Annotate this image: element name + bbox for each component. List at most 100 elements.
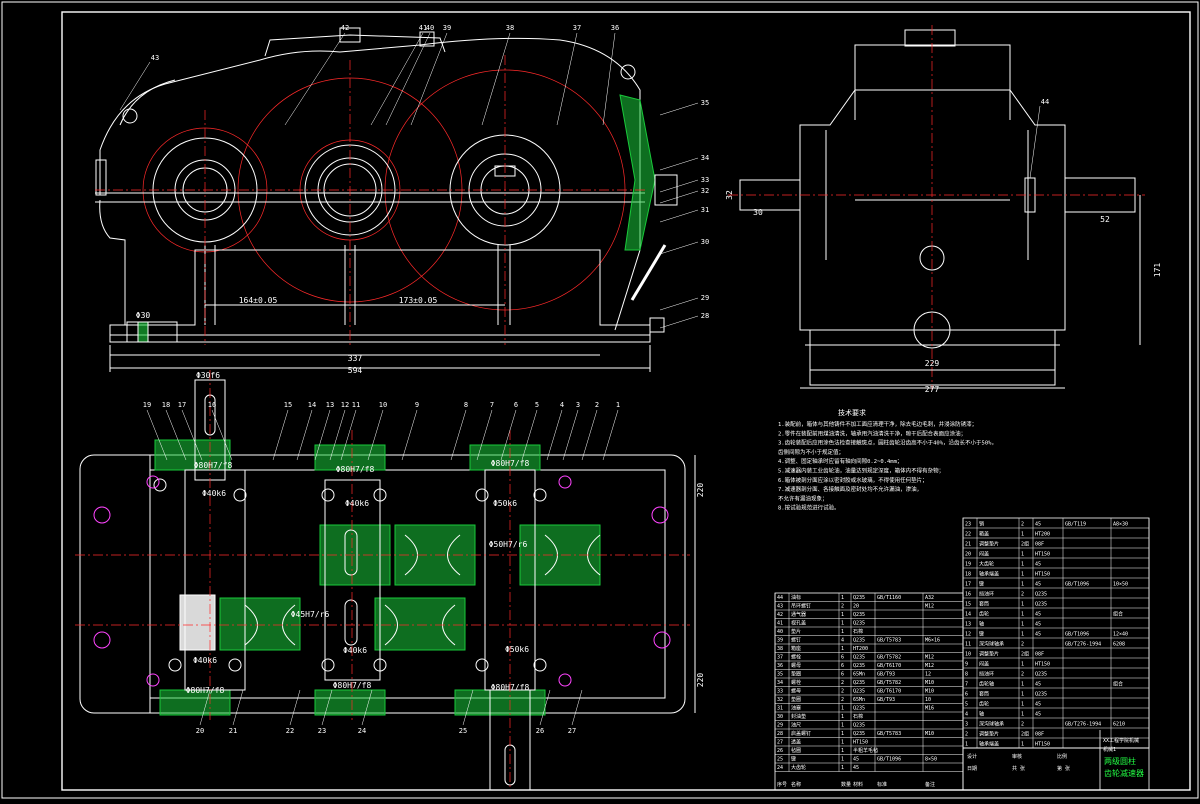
leader-label: 9: [415, 401, 419, 409]
fit-text: Φ40k6: [345, 499, 369, 508]
bom-cell: 21: [965, 542, 971, 548]
bom-cell: 45: [1035, 702, 1041, 708]
bom-cell: 1: [1021, 632, 1024, 638]
bearing-6: [533, 488, 547, 502]
bom-cell: 45: [1035, 562, 1041, 568]
leader-line: [284, 32, 346, 126]
bom-cell: M10: [925, 680, 934, 686]
bom-cell: Q235: [1035, 592, 1047, 598]
bom-cell: 1: [1021, 692, 1024, 698]
bom-cell: M12: [925, 604, 934, 610]
bom-cell: 14: [965, 612, 971, 618]
side-cap: [904, 29, 956, 47]
leader-line: [659, 157, 699, 171]
notes-lines: 1.装配前，箱体与其他铸件不加工面应清理干净，除去毛边毛刺，并浸涂防锈漆；2.零…: [778, 420, 997, 512]
bom-cell: 1: [1021, 562, 1024, 568]
leader-label: 3: [576, 401, 580, 409]
bom-cell: 38: [777, 646, 783, 652]
bearing-cover-3: [469, 444, 541, 471]
bom-cell: 08F: [1035, 652, 1044, 658]
leader-line: [659, 241, 699, 255]
bom-cell: 19: [965, 562, 971, 568]
leader-label: 34: [701, 154, 709, 162]
bom-cell: 2: [1021, 672, 1024, 678]
bom-cell: 2: [1021, 642, 1024, 648]
fit-text: Φ50H7/r6: [489, 540, 528, 549]
bom-cell: GB/T6170: [877, 663, 901, 669]
leader-line: [450, 409, 467, 461]
note-line: 7.减速器剖分面、各接触面及密封处均不允许漏油，渗油，: [778, 485, 922, 493]
bom-cell: 螺母: [791, 688, 801, 695]
bom-cell: 24: [777, 765, 783, 771]
bom-cell: 齿轮轴: [979, 681, 994, 688]
bom-cell: 2: [1021, 522, 1024, 528]
dimension-text: 220: [696, 673, 705, 688]
leader-label: 22: [286, 727, 294, 735]
front-view: [95, 27, 678, 372]
cover-outline: [99, 37, 641, 200]
anchor-hatch: [137, 321, 149, 343]
bom-cell: 1: [1021, 622, 1024, 628]
bom-cell: 销: [979, 521, 984, 528]
leader-label: 8: [464, 401, 468, 409]
bearing-9: [321, 658, 335, 672]
leader-line: [165, 409, 187, 461]
bom-cell: 45: [1035, 612, 1041, 618]
leader-line: [659, 190, 699, 204]
bom-cell: 调整垫片: [979, 651, 999, 658]
bom-cell: 2组: [1021, 731, 1029, 738]
bom-cell: 1: [1021, 712, 1024, 718]
bom-cell: 齿轮: [979, 611, 989, 618]
leader-label: 41: [419, 24, 427, 32]
dimension-text: 164±0.05: [239, 296, 278, 305]
bom-cell: GB/T1096: [877, 757, 901, 763]
bom-cell: 65Mn: [853, 672, 865, 678]
bom-cell: Q235: [853, 655, 865, 661]
bom-cell: 2: [841, 680, 844, 686]
leader-line: [539, 689, 551, 726]
leader-line: [232, 689, 244, 726]
bom-cell: GB/T93: [877, 697, 895, 703]
fit-text: Φ80H7/f8: [333, 681, 372, 690]
bom-cell: 键: [979, 631, 984, 638]
bom-cell: 螺栓: [791, 654, 801, 661]
bom-cell: 08F: [1035, 732, 1044, 738]
bom-cell: HT150: [1035, 742, 1050, 748]
leader-line: [329, 409, 346, 461]
bom-header-cell: 备注: [925, 781, 935, 788]
bom-cell: 30: [777, 714, 783, 720]
leader-label: 39: [443, 24, 451, 32]
leader-label: 35: [701, 99, 709, 107]
bom-cell: 轴承端盖: [979, 571, 999, 578]
bom-cell: 11: [965, 642, 971, 648]
title-block-label: 第 张: [1057, 765, 1070, 772]
bom-cell: 轴承端盖: [979, 741, 999, 748]
bom-cell: Q235: [1035, 672, 1047, 678]
leader-line: [321, 689, 333, 726]
bom-cell: 6210: [1113, 722, 1125, 728]
bom-cell: 1: [1021, 702, 1024, 708]
mid-shaft: [324, 479, 381, 681]
bom-cell: GB/T1160: [877, 595, 901, 601]
notes-title: 技术要求: [838, 408, 866, 417]
bom-cell: 7: [965, 682, 968, 688]
leader-label: 27: [568, 727, 576, 735]
bom-cell: 1: [1021, 572, 1024, 578]
bom-cell: 29: [777, 723, 783, 729]
bom-cell: 闷盖: [979, 551, 989, 558]
bom-cell: 1: [841, 646, 844, 652]
bom-cell: 2: [841, 604, 844, 610]
bom-cell: A32: [925, 595, 934, 601]
bom-cell: 6: [965, 692, 968, 698]
lug-hole: [122, 108, 138, 124]
leader-label: 5: [535, 401, 539, 409]
bom-cell: 3: [965, 722, 968, 728]
bom-cell: M12: [925, 655, 934, 661]
bom-cell: GB/T1096: [1065, 582, 1089, 588]
bom-cell: 18: [965, 572, 971, 578]
lifting-lug: [119, 79, 176, 126]
bom-cell: 轴: [979, 621, 984, 628]
leader-line: [361, 689, 373, 726]
